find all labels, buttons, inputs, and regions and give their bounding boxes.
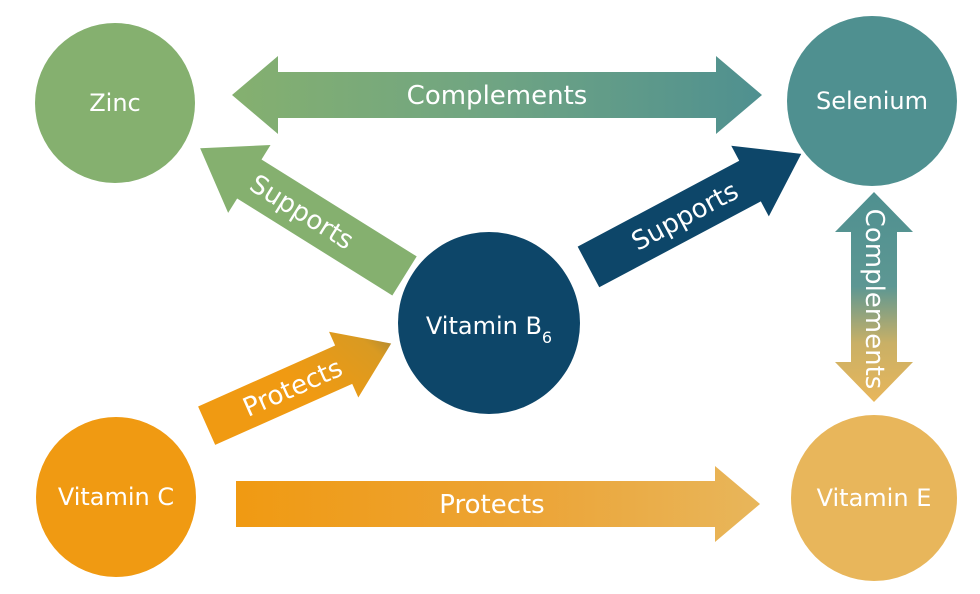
double-arrow-icon — [232, 56, 762, 134]
node-circle — [35, 23, 195, 183]
node-circle — [787, 16, 957, 186]
edge-c-vitamin-e: Protects — [236, 466, 760, 542]
node-circle — [398, 232, 580, 414]
arrow-icon — [200, 145, 417, 296]
node-label-subscript: 6 — [542, 328, 552, 347]
edge-selenium-vitamin-e: Complements — [835, 192, 913, 402]
edge-b6-zinc: Supports — [200, 145, 417, 296]
node-label: Zinc — [89, 89, 141, 117]
arrow-icon — [236, 466, 760, 542]
edge-zinc-selenium: Complements — [232, 56, 762, 134]
node-zinc: Zinc — [35, 23, 195, 183]
node-label: Selenium — [816, 87, 928, 115]
edge-label-complements: Complements — [407, 81, 588, 111]
node-label: Vitamin E — [817, 484, 932, 512]
node-label: Vitamin B6 — [426, 312, 552, 347]
double-arrow-icon — [835, 192, 913, 402]
node-circle — [791, 415, 957, 581]
edge-c-b6: Protects — [198, 331, 392, 445]
edge-label-protects: Protects — [439, 490, 544, 520]
node-vitamin-c: Vitamin C — [36, 417, 196, 577]
node-vitamin-b6: Vitamin B6 — [398, 232, 580, 414]
arrow-icon — [577, 145, 802, 288]
edge-label-complements: Complements — [859, 209, 889, 390]
node-vitamin-e: Vitamin E — [791, 415, 957, 581]
edge-b6-selenium: Supports — [577, 145, 802, 288]
node-label: Vitamin C — [58, 483, 174, 511]
node-label-main: Vitamin B — [426, 312, 542, 340]
node-selenium: Selenium — [787, 16, 957, 186]
arrow-icon — [198, 331, 392, 445]
node-circle — [36, 417, 196, 577]
